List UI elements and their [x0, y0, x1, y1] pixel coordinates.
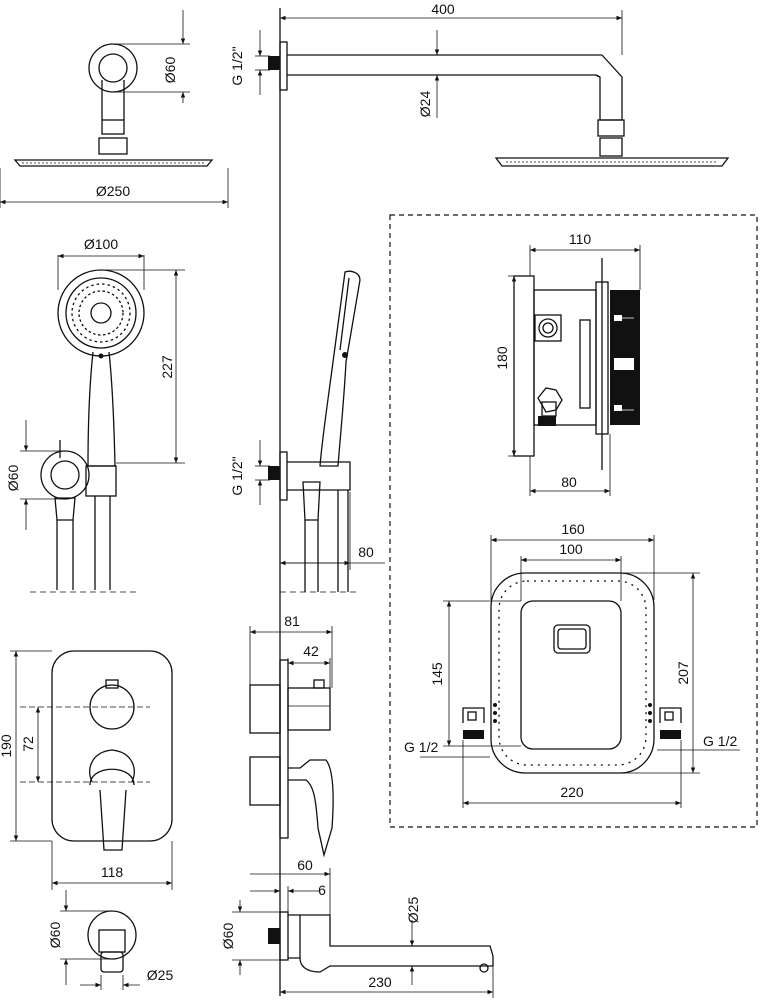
dim-227: 227	[159, 355, 175, 379]
dim-6: 6	[318, 882, 326, 898]
dim-400: 400	[431, 1, 455, 17]
dim-g12-right: G 1/2	[703, 733, 737, 749]
dim-80-box: 80	[561, 474, 577, 490]
dim-60-spout: 60	[297, 857, 313, 873]
dim-207: 207	[675, 661, 691, 685]
concealed-body-front	[420, 535, 740, 808]
dim-o24: Ø24	[417, 91, 433, 118]
dim-230: 230	[368, 974, 392, 990]
dim-110: 110	[569, 231, 592, 247]
dim-g12-left: G 1/2	[404, 739, 438, 755]
overhead-shower-side	[255, 10, 730, 167]
dim-o100: Ø100	[84, 236, 118, 252]
dim-o60-spout: Ø60	[220, 923, 236, 950]
concealed-body-side	[508, 245, 641, 496]
dim-o25-spout: Ø25	[405, 897, 421, 924]
dim-g12-mid: G 1/2"	[229, 456, 245, 495]
dim-o25-bottom: Ø25	[147, 967, 174, 983]
dim-80-mid: 80	[358, 544, 374, 560]
hand-shower-front	[20, 253, 185, 593]
spout-front	[60, 890, 140, 990]
dim-180: 180	[494, 346, 510, 370]
dim-81: 81	[284, 613, 300, 629]
concealed-body-frame	[389, 214, 758, 828]
spout-side	[232, 868, 494, 998]
mixer-front	[10, 650, 173, 890]
dim-g12-top: G 1/2"	[229, 46, 245, 85]
dim-220: 220	[560, 784, 584, 800]
dim-o60-top: Ø60	[162, 57, 178, 84]
dim-o60-hand: Ø60	[5, 465, 21, 492]
overhead-shower-front	[0, 10, 229, 208]
dim-42: 42	[303, 643, 319, 659]
dim-160: 160	[561, 521, 585, 537]
dim-o250: Ø250	[96, 183, 130, 199]
dim-190: 190	[0, 734, 14, 758]
dim-100: 100	[559, 541, 583, 557]
dim-118: 118	[101, 864, 124, 880]
dim-145: 145	[429, 662, 445, 686]
mixer-side	[249, 626, 334, 858]
dim-72: 72	[20, 736, 36, 752]
dim-o60-bottom: Ø60	[47, 922, 63, 949]
hand-shower-side	[255, 270, 385, 593]
